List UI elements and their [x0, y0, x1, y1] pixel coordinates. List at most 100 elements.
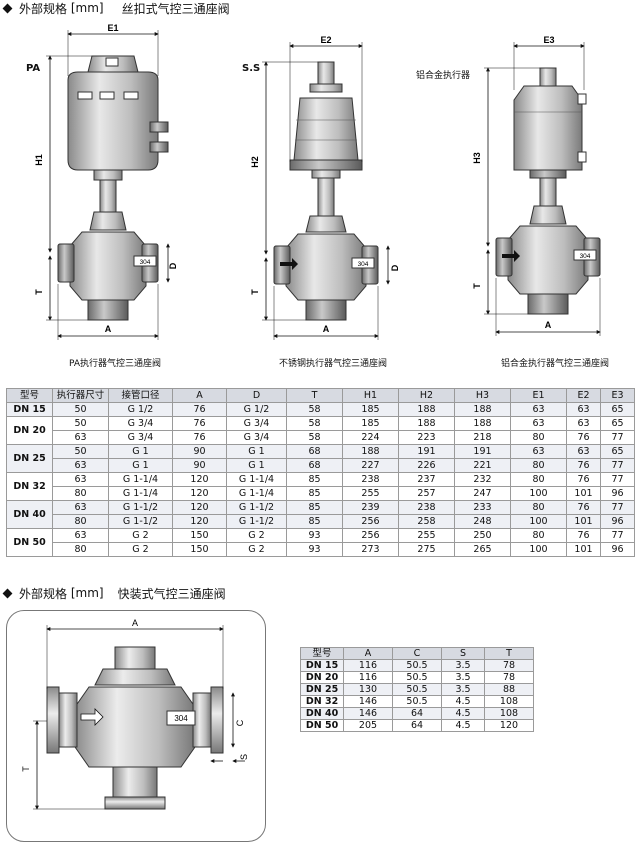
table-row: DN 32 146 50.5 4.5 108: [300, 695, 534, 708]
valve-drawing-ss: 304 E2 H2 T A D: [250, 35, 400, 340]
threaded-valve-drawings: 304 E1 H1 T A D 304: [34, 23, 601, 340]
table-cell: 188: [342, 444, 399, 459]
table-cell: 77: [600, 500, 635, 515]
table-cell: 85: [286, 486, 343, 501]
table-cell: 146: [343, 707, 393, 720]
dim-a: A: [132, 618, 138, 628]
table-cell: G 3/4: [226, 430, 287, 445]
table-cell: G 2: [108, 542, 173, 557]
dim-d: D: [168, 262, 178, 269]
table-cell: G 1: [108, 458, 173, 473]
table-cell: 80: [510, 430, 567, 445]
dim-t: T: [472, 283, 482, 289]
material-label: 304: [140, 259, 151, 266]
table-cell: 4.5: [441, 719, 485, 732]
table-cell: 63: [566, 444, 601, 459]
model-cell: DN 32: [300, 695, 344, 708]
table-cell: G 1/2: [226, 402, 287, 417]
table-cell: G 1-1/2: [108, 514, 173, 529]
table-cell: 120: [172, 514, 227, 529]
table-cell: G 1: [226, 458, 287, 473]
table-cell: 80: [510, 500, 567, 515]
table-cell: 93: [286, 542, 343, 557]
dim-e2: E2: [320, 35, 331, 45]
figure-caption-ss: 不锈钢执行器气控三通座阀: [278, 359, 387, 369]
table-cell: 250: [454, 528, 511, 543]
header-model: 型号: [6, 388, 53, 403]
section1-title: 外部规格 [mm] 丝扣式气控三通座阀: [0, 0, 230, 16]
table-cell: 4.5: [441, 695, 485, 708]
table-cell: 58: [286, 402, 343, 417]
model-cell: DN 15: [300, 659, 344, 672]
table-cell: 100: [510, 486, 567, 501]
dim-s: S: [239, 754, 249, 760]
table-cell: 101: [566, 486, 601, 501]
table-cell: 63: [52, 500, 109, 515]
table-cell: 255: [342, 486, 399, 501]
table-cell: 50: [52, 402, 109, 417]
threaded-spec-table: 型号 执行器尺寸 接管口径 A D T H1 H2 H3 E1 E2 E3 DN…: [6, 388, 635, 557]
model-cell: DN 32: [6, 472, 53, 501]
model-cell: DN 20: [300, 671, 344, 684]
header-h2: H2: [398, 388, 455, 403]
table-cell: 76: [566, 500, 601, 515]
model-cell: DN 40: [6, 500, 53, 529]
table-cell: 238: [342, 472, 399, 487]
dim-a: A: [545, 320, 552, 330]
table-cell: 188: [454, 416, 511, 431]
table-cell: G 3/4: [108, 430, 173, 445]
material-label: 304: [174, 714, 188, 723]
table-cell: 237: [398, 472, 455, 487]
table-cell: 120: [172, 500, 227, 515]
table-cell: 257: [398, 486, 455, 501]
header-port-size: 接管口径: [108, 388, 173, 403]
figure-tag-aluminium: 铝合金执行器: [416, 71, 471, 81]
table-cell: 80: [510, 458, 567, 473]
table-cell: 150: [172, 528, 227, 543]
table-cell: 65: [600, 444, 635, 459]
table-cell: 64: [392, 707, 442, 720]
table-cell: 96: [600, 542, 635, 557]
table-cell: G 1: [226, 444, 287, 459]
table-row: DN 25 50 G 1 90 G 1 68 188 191 191 63 63…: [6, 444, 635, 473]
table-header-row: 型号 执行器尺寸 接管口径 A D T H1 H2 H3 E1 E2 E3: [6, 388, 635, 403]
table-cell: G 1-1/4: [226, 472, 287, 487]
table-cell: 130: [343, 683, 393, 696]
table-cell: 50: [52, 444, 109, 459]
table-cell: 101: [566, 514, 601, 529]
dim-a: A: [323, 324, 330, 334]
table-cell: 233: [454, 500, 511, 515]
header-a: A: [172, 388, 227, 403]
table-cell: 108: [484, 695, 534, 708]
table-cell: 223: [398, 430, 455, 445]
table-cell: 191: [454, 444, 511, 459]
table-cell: 255: [398, 528, 455, 543]
figure-caption-pa: PA执行器气控三通座阀: [68, 359, 161, 369]
table-cell: 96: [600, 514, 635, 529]
model-cell: DN 40: [300, 707, 344, 720]
dim-h3: H3: [472, 152, 482, 164]
model-cell: DN 15: [6, 402, 53, 417]
model-cell: DN 25: [6, 444, 53, 473]
table-cell: 256: [342, 514, 399, 529]
table-cell: G 1-1/2: [226, 514, 287, 529]
table-cell: 76: [566, 430, 601, 445]
table-row: DN 25 130 50.5 3.5 88: [300, 683, 534, 696]
header-e3: E3: [600, 388, 635, 403]
table-cell: 90: [172, 458, 227, 473]
table-cell: 256: [342, 528, 399, 543]
table-cell: 50.5: [392, 683, 442, 696]
table-cell: 80: [52, 486, 109, 501]
dim-t: T: [21, 766, 31, 772]
table-cell: 50.5: [392, 659, 442, 672]
table-cell: 205: [343, 719, 393, 732]
figure-caption-aluminium: 铝合金执行器气控三通座阀: [500, 359, 609, 369]
table-row: DN 20 116 50.5 3.5 78: [300, 671, 534, 684]
table-cell: 68: [286, 458, 343, 473]
header-d: D: [226, 388, 287, 403]
table-cell: 221: [454, 458, 511, 473]
table-cell: 63: [566, 402, 601, 417]
table-cell: 150: [172, 542, 227, 557]
table-cell: G 3/4: [226, 416, 287, 431]
table-cell: 273: [342, 542, 399, 557]
